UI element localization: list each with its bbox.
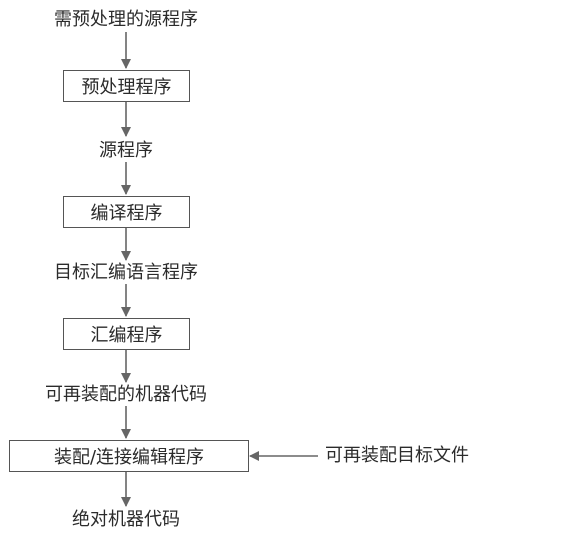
box-compiler: 编译程序 (63, 196, 190, 228)
box-assembler: 汇编程序 (63, 318, 190, 350)
box-loader-linker: 装配/连接编辑程序 (9, 440, 249, 472)
box-preprocessor: 预处理程序 (63, 70, 190, 102)
label-source: 源程序 (99, 140, 153, 161)
label-relocatable-code: 可再装配的机器代码 (45, 384, 207, 405)
label-relocatable-object-files: 可再装配目标文件 (325, 445, 469, 466)
label-absolute-code: 绝对机器代码 (72, 509, 180, 530)
label-asm-source: 目标汇编语言程序 (54, 262, 198, 283)
label-source-to-preprocess: 需预处理的源程序 (54, 9, 198, 30)
